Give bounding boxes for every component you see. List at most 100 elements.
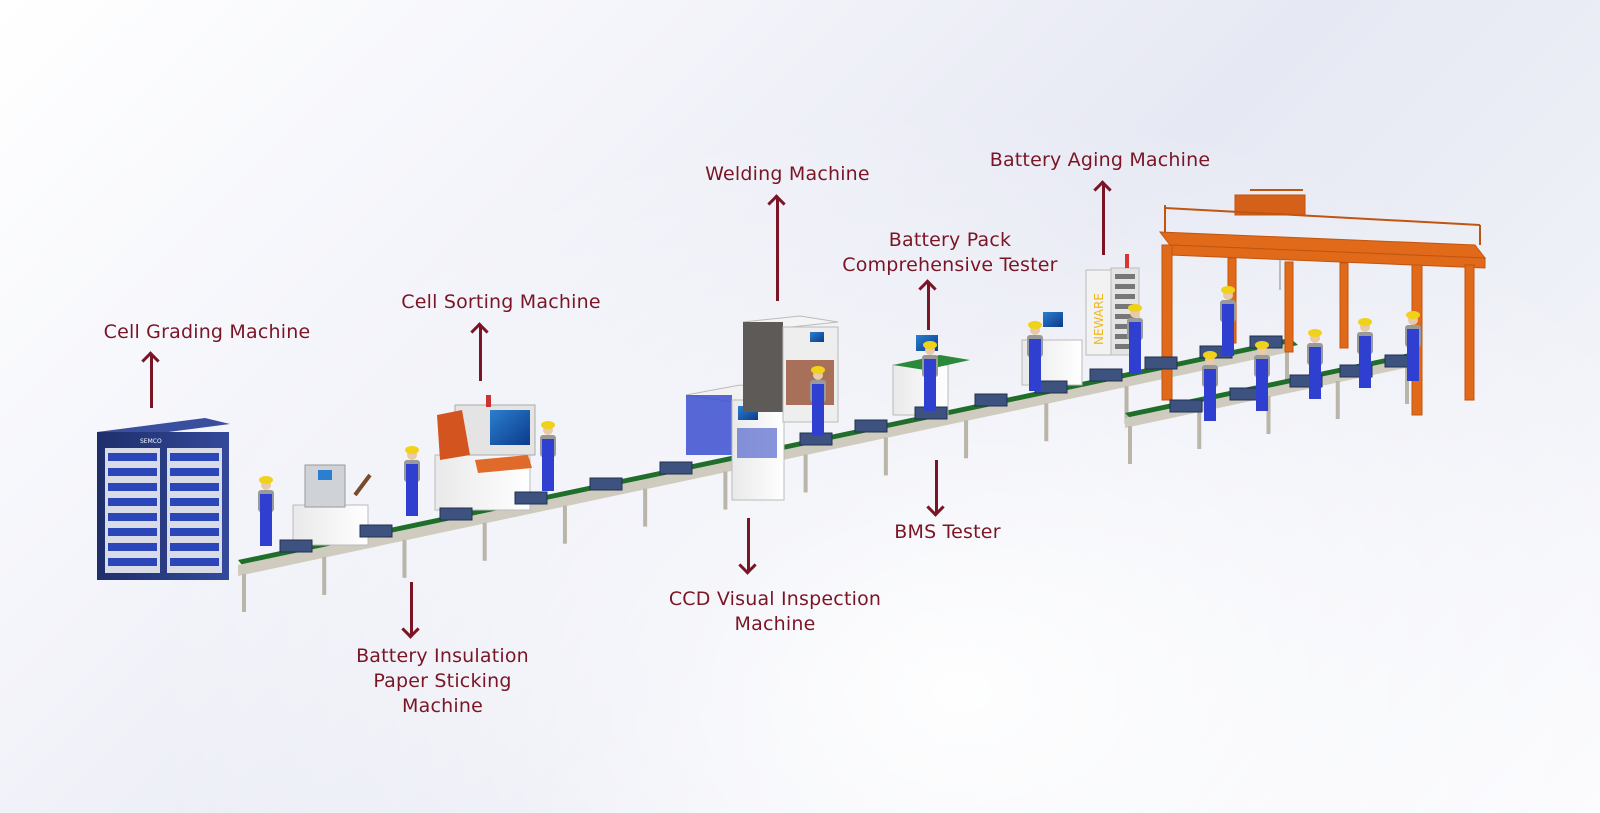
welding-machine (742, 315, 839, 423)
hard-hat-icon (1128, 304, 1142, 312)
conveyor-leg (1285, 352, 1289, 390)
label-ccd-inspection: CCD Visual Inspection Machine (668, 588, 882, 635)
conveyor-leg (1128, 426, 1132, 464)
gantry-crane (1158, 189, 1487, 416)
worker (258, 476, 274, 546)
battery-crate (589, 477, 623, 491)
conveyor-leg (1197, 411, 1202, 449)
cell-tray (108, 453, 157, 461)
worker (1127, 304, 1143, 374)
hard-hat-icon (259, 476, 273, 484)
cell-tray (170, 498, 219, 506)
worker-overalls (1359, 336, 1371, 388)
hard-hat-icon (1028, 321, 1042, 329)
workers (258, 286, 1421, 546)
label-welding: Welding Machine (705, 163, 870, 185)
hard-hat-icon (811, 366, 825, 374)
battery-crate (1089, 368, 1123, 382)
worker-overalls (812, 384, 824, 436)
worker-overalls (542, 439, 554, 491)
channel-slot (1115, 344, 1135, 349)
channel-slot (1115, 334, 1135, 339)
conveyor-leg (883, 437, 888, 476)
cell-tray (170, 528, 219, 536)
hard-hat-icon (1308, 329, 1322, 337)
worker (1254, 341, 1270, 411)
cabinet-brand-text: SEMCO (140, 438, 162, 445)
battery-crate (1144, 356, 1178, 370)
cell-tray (108, 498, 157, 506)
cell-tray (108, 513, 157, 521)
hard-hat-icon (1221, 286, 1235, 294)
hard-hat-icon (1255, 341, 1269, 349)
worker-overalls (1256, 359, 1268, 411)
insulation-paper-machine (292, 464, 372, 546)
cell-tray (108, 483, 157, 491)
conveyor-leg (1335, 381, 1340, 419)
aging-brand-text: NEWARE (1092, 293, 1106, 345)
hard-hat-icon (1406, 311, 1420, 319)
arrow-up-icon (141, 351, 160, 408)
conveyor-leg (1405, 366, 1409, 404)
cell-tray (108, 558, 157, 566)
hard-hat-icon (923, 341, 937, 349)
battery-crates (279, 335, 1418, 553)
label-aging: Battery Aging Machine (989, 149, 1211, 171)
arrow-down-icon (401, 582, 420, 639)
cell-grading-cabinet: SEMCO (97, 418, 230, 580)
worker-overalls (1309, 347, 1321, 399)
cell-tray (170, 453, 219, 461)
battery-crate (659, 461, 693, 475)
battery-crate (1169, 399, 1203, 413)
cell-sorting-machine (434, 395, 536, 511)
cell-tray (108, 543, 157, 551)
arrow-up-icon (1093, 180, 1112, 255)
channel-slot (1115, 284, 1135, 289)
worker (1357, 318, 1373, 388)
cell-tray (170, 483, 219, 491)
worker (1220, 286, 1236, 356)
conveyor-leg (643, 488, 648, 527)
conveyor-leg (322, 556, 327, 595)
cell-tray (108, 528, 157, 536)
hard-hat-icon (405, 446, 419, 454)
battery-crate (279, 539, 313, 553)
arrow-down-icon (926, 460, 945, 517)
worker-overalls (260, 494, 272, 546)
worker-overalls (1129, 322, 1141, 374)
channel-slot (1115, 314, 1135, 319)
battery-crate (854, 419, 888, 433)
cell-tray (108, 468, 157, 476)
label-insulation-paper: Battery Insulation Paper Sticking Machin… (356, 645, 529, 717)
arrow-up-icon (767, 194, 786, 301)
worker (540, 421, 556, 491)
worker-overalls (1029, 339, 1041, 391)
label-cell-sorting: Cell Sorting Machine (401, 291, 601, 313)
conveyor-leg (402, 539, 407, 578)
battery-crate (439, 507, 473, 521)
conveyor-leg (482, 522, 487, 561)
label-pack-tester: Battery Pack Comprehensive Tester (842, 229, 1058, 276)
worker (1202, 351, 1218, 421)
conveyor-leg (803, 454, 808, 493)
conveyor-leg (1044, 403, 1049, 442)
cell-tray (170, 543, 219, 551)
cell-tray (170, 513, 219, 521)
worker-overalls (406, 464, 418, 516)
battery-crate (974, 393, 1008, 407)
worker (404, 446, 420, 516)
worker-overalls (1222, 304, 1234, 356)
conveyor-leg (1266, 396, 1271, 434)
worker-overalls (1204, 369, 1216, 421)
conveyor-leg (242, 574, 246, 612)
channel-slot (1115, 274, 1135, 279)
arrow-up-icon (470, 322, 489, 381)
conveyor-leg (562, 505, 567, 544)
worker-overalls (924, 359, 936, 411)
arrow-down-icon (738, 518, 757, 575)
cell-tray (170, 468, 219, 476)
worker (1405, 311, 1421, 381)
worker (1307, 329, 1323, 399)
worker (810, 366, 826, 436)
